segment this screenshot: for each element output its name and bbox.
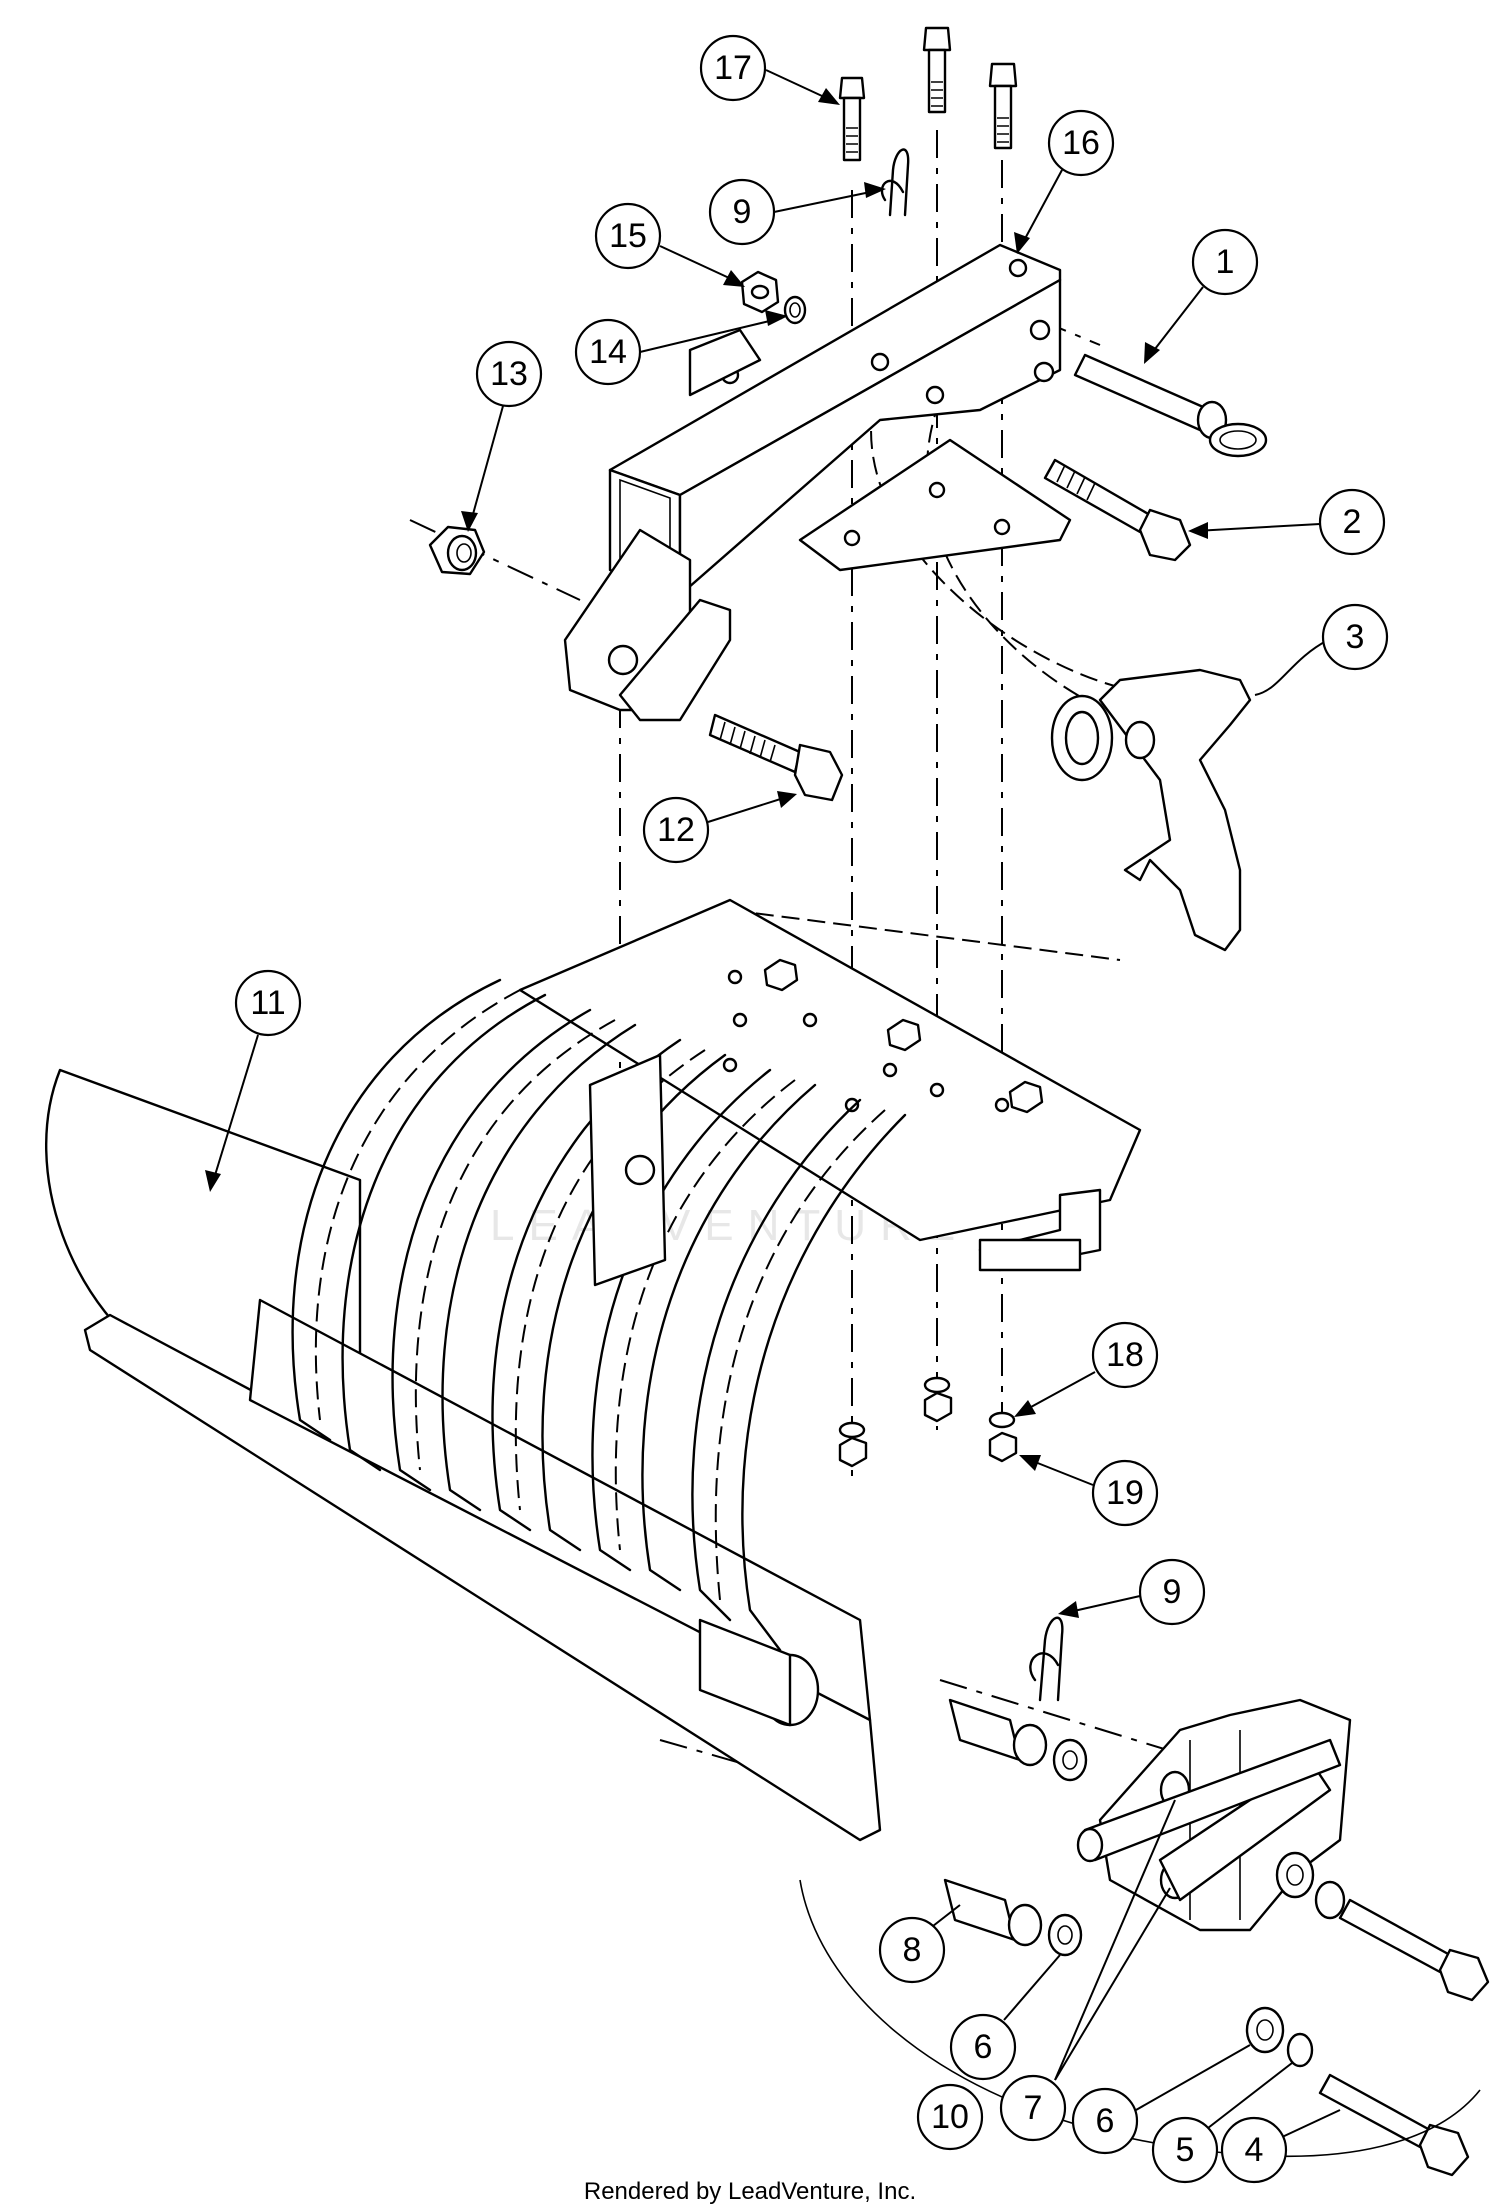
callout-2 (1318, 488, 1386, 556)
callout-label-9-lower: 9 (1163, 1573, 1182, 1611)
callout-label-11: 11 (250, 984, 285, 1022)
callout-label-4: 4 (1245, 2131, 1264, 2169)
callout-1 (1191, 228, 1259, 296)
callout-6-right (1071, 2087, 1139, 2155)
callout-10 (916, 2083, 984, 2151)
nut-washer-upper (740, 270, 807, 325)
latch-lever-3 (1050, 668, 1252, 952)
callout-label-9-upper: 9 (733, 193, 752, 231)
callout-label-8: 8 (903, 1931, 922, 1969)
callout-8 (878, 1916, 946, 1984)
callout-label-14: 14 (589, 333, 627, 371)
callout-5 (1151, 2116, 1219, 2184)
callout-16 (1047, 109, 1115, 177)
callout-6-left (949, 2013, 1017, 2081)
footer-credit: Rendered by LeadVenture, Inc. (583, 2178, 917, 2205)
drum-roller-11 (45, 978, 907, 1842)
lower-nuts (838, 1376, 1018, 1468)
callout-label-19: 19 (1106, 1474, 1144, 1512)
callout-7 (999, 2074, 1067, 2142)
callout-9-lower (1138, 1558, 1206, 1626)
callout-17 (699, 34, 767, 102)
callout-15 (594, 202, 662, 270)
callout-label-3: 3 (1346, 618, 1365, 656)
hitch-pin-clip-upper (880, 148, 910, 217)
bolt-12 (708, 713, 844, 802)
mounting-plate (518, 898, 1142, 1272)
callout-label-5: 5 (1176, 2131, 1195, 2169)
callout-4 (1220, 2116, 1288, 2184)
nut-13 (428, 525, 486, 576)
callout-label-7: 7 (1024, 2089, 1043, 2127)
hitch-pin-1 (1073, 353, 1268, 458)
callout-9-upper (708, 178, 776, 246)
callout-label-1: 1 (1216, 243, 1235, 281)
callout-11 (234, 969, 302, 1037)
callout-label-15: 15 (609, 217, 647, 255)
callout-label-18: 18 (1106, 1336, 1144, 1374)
callout-label-17: 17 (714, 49, 752, 87)
callout-label-6-right: 6 (1096, 2102, 1115, 2140)
callout-label-13: 13 (490, 355, 528, 393)
bolt-2 (1043, 458, 1192, 562)
callout-label-10: 10 (931, 2098, 969, 2136)
side-plate-assembly (799, 1616, 1490, 2177)
callout-3 (1321, 603, 1389, 671)
callout-18 (1091, 1321, 1159, 1389)
callout-19 (1091, 1459, 1159, 1527)
callout-13 (475, 340, 543, 408)
callout-label-2: 2 (1343, 503, 1362, 541)
callout-14 (574, 318, 642, 386)
callout-label-6-left: 6 (974, 2028, 993, 2066)
callout-label-12: 12 (657, 811, 695, 849)
callout-12 (642, 796, 710, 864)
callouts: 17 9 15 14 16 1 13 2 (205, 34, 1389, 2184)
mounting-arm (563, 528, 732, 722)
callout-label-16: 16 (1062, 124, 1100, 162)
upper-bolts (838, 26, 1018, 162)
